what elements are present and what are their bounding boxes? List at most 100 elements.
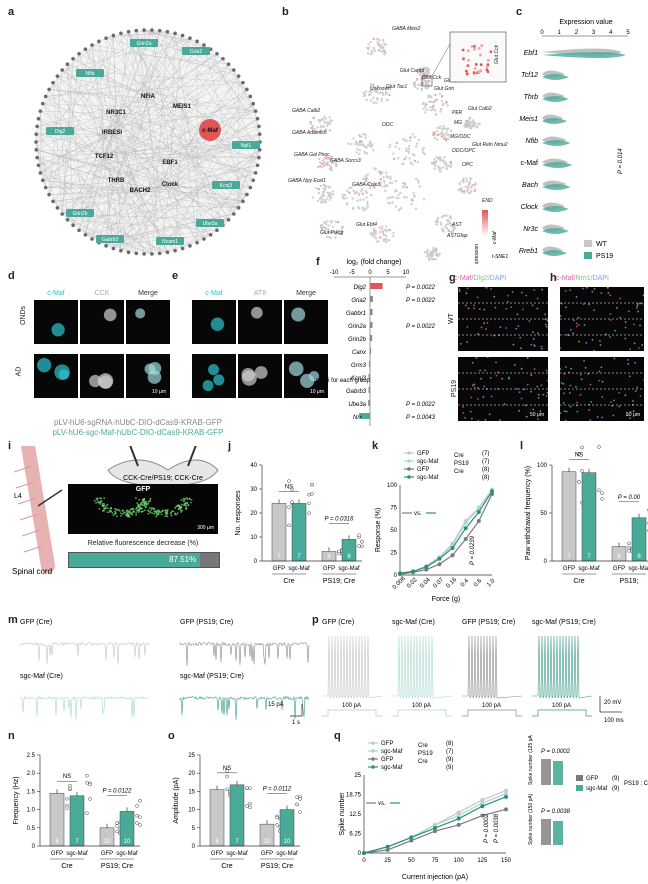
gfp-signal (105, 505, 107, 507)
tsne-cell (379, 178, 382, 181)
violin-ps19 (542, 250, 568, 256)
network-node (226, 218, 231, 222)
legend-group: Cre (418, 743, 428, 749)
gfp-signal (108, 511, 111, 513)
network-edge (67, 64, 74, 226)
data-point (597, 488, 601, 493)
network-edge (113, 76, 239, 249)
tsne-cell (447, 228, 451, 232)
gfp-signal (175, 505, 178, 508)
tsne-cell (438, 92, 442, 96)
gfp-signal (93, 499, 96, 502)
tsne-cell (462, 191, 466, 194)
stained-dot (493, 295, 496, 298)
stained-dot (476, 387, 479, 389)
fc-tick: -10 (330, 270, 339, 276)
stained-dot (486, 357, 489, 359)
tsne-cell (471, 125, 474, 128)
tsne-cell (364, 190, 368, 193)
stained-dot (577, 316, 580, 319)
stained-dot (484, 419, 487, 421)
tsne-cell (375, 240, 379, 243)
network-edge (42, 180, 239, 208)
y-tick-label: 1.5 (27, 789, 36, 795)
stained-dot (579, 373, 582, 376)
panel-label-l: l (520, 440, 524, 452)
network-edge (115, 49, 211, 115)
stained-dot (596, 416, 599, 418)
tsne-cell (410, 202, 414, 206)
tsne-cell (380, 50, 384, 53)
tsne-cell (372, 47, 376, 50)
network-edge (103, 69, 234, 159)
highlight-gene-box (196, 219, 224, 227)
x-axis-label: Current injection (pA) (402, 874, 468, 881)
y-tick-label: 20 (188, 771, 195, 777)
fc-note: n = 6 for each group (316, 378, 371, 384)
network-node (51, 80, 55, 85)
tsne-cell (364, 177, 368, 181)
network-edge (57, 113, 117, 208)
tsne-cell (475, 126, 478, 129)
tsne-cell (431, 161, 434, 164)
y-tick-label: 75 (390, 506, 397, 512)
tsne-cell (441, 102, 445, 106)
network-edge (67, 64, 153, 254)
gfp-signal (152, 508, 155, 511)
network-node (36, 163, 41, 168)
network-edge (62, 157, 259, 215)
tsne-cell (317, 118, 320, 122)
stained-dot (585, 342, 588, 344)
tsne-cell (443, 225, 447, 229)
p-label: P = 0.0038 (494, 813, 500, 843)
decrease-value: 87.51% (169, 555, 197, 564)
network-edge (38, 165, 152, 255)
tsne-cell (389, 176, 392, 179)
tsne-cell (436, 138, 439, 141)
tsne-cell (323, 183, 326, 187)
stained-dot (627, 362, 630, 365)
network-edge (167, 89, 248, 253)
network-edge (38, 118, 256, 173)
inset-legend-group: PS19 ; Cre (624, 781, 648, 787)
gfp-signal (139, 504, 142, 506)
panel-label-f: f (316, 256, 320, 268)
tsne-cell (434, 109, 437, 112)
n-label: 10 (124, 839, 131, 845)
tsne-cell (420, 88, 423, 91)
network-edge (169, 185, 229, 220)
network-edge (37, 141, 261, 158)
tsne-cell (405, 196, 408, 199)
tsne-cell (396, 157, 400, 160)
network-edge (67, 219, 217, 231)
tsne-cluster-label: GABA Adamts5 (292, 130, 327, 136)
tsne-cell (399, 207, 403, 210)
tsne-cell (382, 49, 386, 52)
network-edge (57, 76, 256, 112)
tsne-cell (441, 166, 445, 169)
tsne-cell (327, 122, 330, 126)
micro-scale: 10 μm (310, 389, 324, 395)
tsne-cell (457, 188, 460, 192)
tsne-cell (440, 99, 444, 103)
step-trace (392, 709, 452, 717)
network-edge (91, 44, 105, 159)
tsne-cell (325, 235, 329, 239)
stained-dot (601, 396, 604, 398)
stained-dot (546, 319, 548, 322)
tsne-cell (422, 107, 425, 111)
network-edge (62, 213, 129, 253)
tsne-cell (380, 99, 383, 103)
stained-dot (580, 378, 583, 381)
stained-dot (636, 386, 639, 389)
voltage-trace (462, 635, 523, 699)
x-tick-label: 75 (432, 858, 439, 864)
stained-dot (525, 415, 528, 418)
panel-m-traces: GFP (Cre)GFP (PS19; Cre)sgc-Maf (Cre)sgc… (20, 619, 310, 726)
stained-dot (475, 357, 478, 359)
tsne-cell (330, 166, 333, 170)
data-point (577, 452, 581, 456)
